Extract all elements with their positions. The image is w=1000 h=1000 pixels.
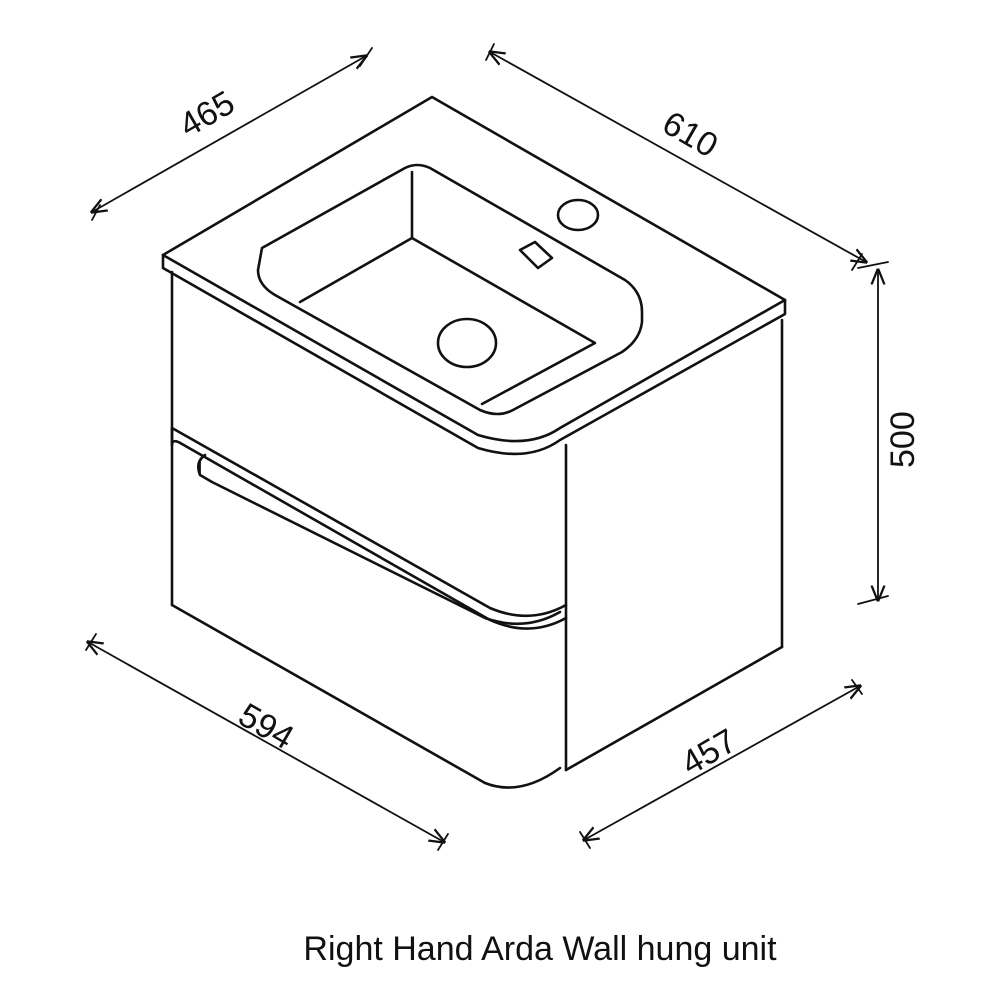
diagram-caption: Right Hand Arda Wall hung unit [303,930,777,968]
tap-hole-icon [556,198,600,232]
dim-label-594: 594 [232,696,300,757]
dim-label-610: 610 [656,104,724,165]
drawer [170,426,568,630]
dim-label-457: 457 [675,722,743,783]
dimension-lines [86,43,889,851]
dim-label-465: 465 [173,84,241,145]
basin [256,163,644,416]
drain-hole-icon [436,317,498,369]
overflow-icon [518,240,554,270]
dim-label-500: 500 [884,411,922,468]
